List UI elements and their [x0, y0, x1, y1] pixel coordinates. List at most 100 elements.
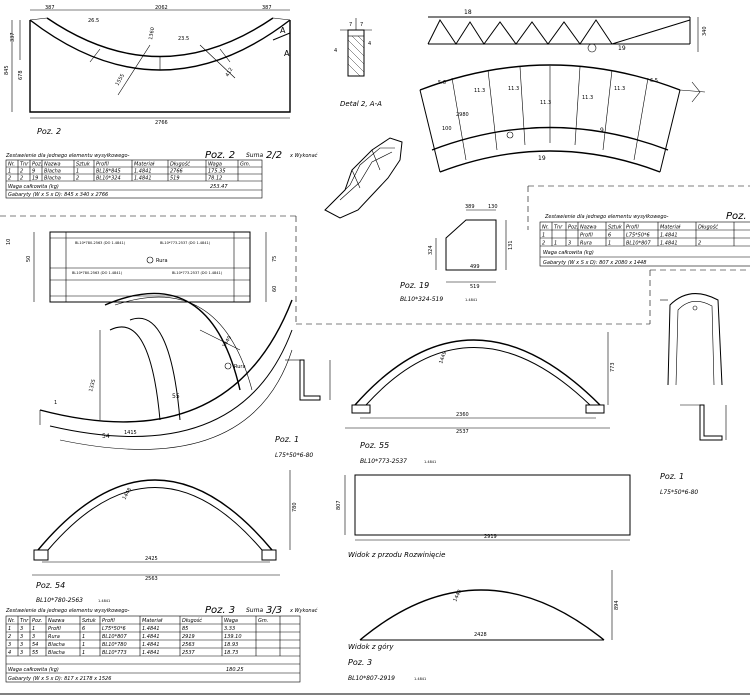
- poz3-material: 1.4841: [414, 677, 426, 681]
- table-header-cell: Gm.: [258, 618, 268, 624]
- table-cell: 1: [82, 650, 85, 656]
- dashed-boundaries: [0, 185, 750, 325]
- dim-11-3d: 11.3: [582, 95, 593, 101]
- table-cell: 18.73: [224, 650, 238, 656]
- dim-2062: 2062: [155, 5, 168, 11]
- dim-50-front: 50: [26, 256, 32, 262]
- table-header-cell: Materiał: [142, 618, 163, 624]
- dim-845: 845: [4, 65, 10, 75]
- poz19-marker-plan: 19: [538, 155, 546, 162]
- table-cell: 2: [20, 169, 23, 175]
- dim-7a: 7: [349, 22, 352, 28]
- table-cell: BL10*773: [102, 650, 127, 656]
- table-poz2-sum-suffix: x Wykonać: [289, 152, 318, 159]
- poz9-marker: 9: [600, 127, 604, 134]
- dim-5-6: 5.6: [438, 80, 446, 86]
- strip-label-3: BL10*780-2563 (DO 1.4841): [72, 271, 123, 275]
- table-header-cell: Materiał: [134, 162, 155, 168]
- table-cell: 3.33: [224, 626, 235, 632]
- section-mark-a2: A: [284, 49, 290, 58]
- table-header-cell: Tnr: [20, 162, 29, 168]
- table-header-cell: Poz.: [32, 618, 42, 624]
- table-cell: 78.12: [208, 176, 222, 182]
- table-header-cell: Sztuk: [76, 162, 91, 168]
- table-cell: BL10*807: [102, 634, 127, 640]
- table-header-cell: Profil: [102, 618, 115, 624]
- poz19-material: 1.4841: [465, 298, 477, 302]
- poz3-label: Poz. 3: [348, 658, 372, 667]
- table-header-cell: Poz.: [32, 162, 42, 168]
- dim-r1449: 1449: [222, 335, 234, 349]
- detail-label: Detal 2, A-A: [340, 100, 382, 108]
- table-cell: 1: [8, 626, 11, 632]
- table-cell: 6: [608, 233, 611, 239]
- table-cell: 1: [554, 241, 557, 247]
- table-cell: 3: [20, 634, 23, 640]
- dim-389: 389: [465, 204, 475, 210]
- strip-label-2: BL10*773-2537 (DO 1.4841): [160, 241, 211, 245]
- dim-780: 780: [292, 502, 298, 512]
- poz1-right-view: Poz. 1 L75*50*6-80: [660, 293, 727, 496]
- table-cell: Blacha: [44, 169, 61, 175]
- table-cell: 1: [82, 642, 85, 648]
- table-poz3-sum-value: 3/3: [266, 605, 282, 616]
- dim-2360: 2360: [456, 412, 469, 418]
- dim-2563: 2563: [145, 576, 158, 582]
- table-cell: 3: [20, 650, 23, 656]
- poz55-view: 2360 2537 773 1449 Poz. 55 BL10*773-2537…: [345, 332, 616, 465]
- dim-10-top: 10: [6, 239, 12, 245]
- dim-337: 337: [10, 32, 16, 42]
- table-cell: 1.4841: [134, 169, 152, 175]
- table-cell: 19: [32, 176, 38, 182]
- view-front-label: Widok z przodu Rozwinięcie: [348, 551, 445, 559]
- dim-11-3c: 11.3: [540, 100, 551, 106]
- dim-r1448: 1448: [122, 487, 134, 501]
- table-cell: Blacha: [48, 642, 65, 648]
- table-cell: 3: [8, 642, 11, 648]
- poz1-right-profile: L75*50*6-80: [660, 489, 698, 496]
- dim-r1360: 1360: [148, 27, 156, 41]
- table-poz3-weight-label: Waga całkowita (kg): [8, 667, 59, 673]
- table-poz1-heading: Zestawienie dla jednego elementu wysyłko…: [544, 214, 669, 220]
- dim-499: 499: [470, 264, 480, 270]
- dim-1415: 1415: [124, 430, 137, 436]
- table-cell: 3: [568, 241, 571, 247]
- poz3-plan-view: 2428 894 1448 Widok z góry Poz. 3 BL10*8…: [348, 570, 620, 682]
- dim-11-3a: 11.3: [474, 88, 485, 94]
- table-poz2-heading: Zestawienie dla jednego elementu wysyłko…: [5, 153, 130, 159]
- table-cell: Rura: [48, 634, 60, 640]
- dim-23-5: 23.5: [178, 36, 189, 42]
- dim-519: 519: [470, 284, 480, 290]
- poz19-view: 389 130 324 131 499 519 Poz. 19 BL10*324…: [400, 204, 514, 303]
- poz19-label: Poz. 19: [400, 281, 429, 290]
- view-top-label: Widok z góry: [348, 643, 394, 651]
- table-cell: 519: [170, 176, 180, 182]
- table-cell: 85: [182, 626, 188, 632]
- table-cell: 2537: [182, 650, 196, 656]
- dim-387-left: 387: [45, 5, 55, 11]
- dim-2425: 2425: [145, 556, 158, 562]
- table-cell: Blacha: [48, 650, 65, 656]
- table-header-cell: Nr.: [8, 618, 15, 624]
- table-cell: 2919: [182, 634, 195, 640]
- poz55-profile: BL10*773-2537: [360, 458, 407, 465]
- table-header-cell: Nazwa: [44, 162, 61, 168]
- table-cell: BL10*780: [102, 642, 127, 648]
- table-cell: BL10*324: [96, 176, 121, 182]
- table-header-cell: Waga: [208, 162, 222, 168]
- table-poz1: Zestawienie dla jednego elementu wysyłko…: [539, 211, 750, 267]
- table-cell: 2: [8, 176, 11, 182]
- dim-4b: 4: [368, 41, 371, 47]
- table-cell: 1: [82, 634, 85, 640]
- table-header-cell: Tnr: [554, 225, 563, 231]
- table-cell: 139.10: [224, 634, 242, 640]
- table-cell: 4: [8, 650, 11, 656]
- table-header-cell: Profil: [96, 162, 109, 168]
- table-header-cell: Długość: [698, 224, 718, 231]
- table-cell: 3: [20, 642, 23, 648]
- table-cell: 2: [20, 176, 23, 182]
- poz1-marker: 1: [54, 400, 57, 406]
- table-poz2-dims: Gabaryty (W x S x D): 845 x 340 x 2766: [8, 192, 108, 198]
- table-header-cell: Poz.: [568, 225, 578, 231]
